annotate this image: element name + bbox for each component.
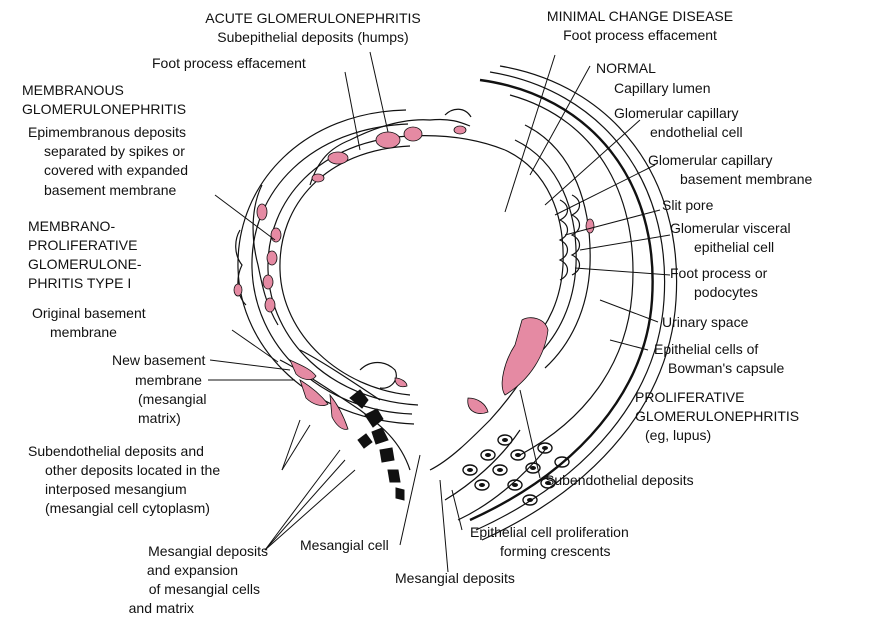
label-subendo-left-1: Subendothelial deposits and bbox=[28, 443, 204, 460]
label-mpgn-2: PROLIFERATIVE bbox=[28, 237, 137, 254]
label-prolif-1: PROLIFERATIVE bbox=[635, 389, 744, 406]
label-acute-sub: Subepithelial deposits (humps) bbox=[193, 29, 433, 46]
label-mpgn-1: MEMBRANO- bbox=[28, 218, 115, 235]
label-mes-expand-2: and expansion bbox=[60, 562, 238, 579]
label-mesangial-cell: Mesangial cell bbox=[300, 537, 389, 554]
capillary-wall-right bbox=[505, 150, 563, 345]
label-subendo-left-3: interposed mesangium bbox=[45, 481, 187, 498]
label-slit-pore: Slit pore bbox=[662, 197, 713, 214]
label-visceral-2: epithelial cell bbox=[694, 239, 774, 256]
label-mpgn-4: PHRITIS TYPE I bbox=[28, 275, 131, 292]
label-crescent-1: Epithelial cell proliferation bbox=[470, 524, 629, 541]
label-bowman-1: Epithelial cells of bbox=[654, 341, 758, 358]
label-new-bm-2: membrane bbox=[135, 372, 202, 389]
hump-deposit bbox=[328, 152, 348, 164]
label-capillary-lumen: Capillary lumen bbox=[614, 80, 710, 97]
label-foot-process-1: Foot process or bbox=[670, 265, 767, 282]
label-mes-expand-4: and matrix bbox=[60, 600, 194, 617]
subendothelial-deposit-right bbox=[502, 318, 548, 395]
label-foot-process-2: podocytes bbox=[694, 284, 758, 301]
label-subendo-left-2: other deposits located in the bbox=[45, 462, 220, 479]
label-bowman-2: Bowman's capsule bbox=[668, 360, 784, 377]
label-foot-effacement-left: Foot process effacement bbox=[152, 55, 306, 72]
bowman-capsule-outer bbox=[470, 80, 653, 520]
label-minimal: MINIMAL CHANGE DISEASE bbox=[510, 8, 770, 25]
label-subendo-left-4: (mesangial cell cytoplasm) bbox=[45, 500, 210, 517]
label-urinary-space: Urinary space bbox=[662, 314, 748, 331]
label-new-bm-1: New basement bbox=[112, 352, 205, 369]
label-basement-1: Glomerular capillary bbox=[648, 152, 772, 169]
label-visceral-1: Glomerular visceral bbox=[670, 220, 791, 237]
label-membranous-6: basement membrane bbox=[44, 182, 176, 199]
label-minimal-sub: Foot process effacement bbox=[510, 27, 770, 44]
label-orig-bm-2: membrane bbox=[50, 324, 117, 341]
label-orig-bm-1: Original basement bbox=[32, 305, 146, 322]
label-crescent-2: forming crescents bbox=[500, 543, 610, 560]
label-mpgn-3: GLOMERULONE- bbox=[28, 256, 142, 273]
label-membranous-3: Epimembranous deposits bbox=[28, 124, 186, 141]
label-membranous-2: GLOMERULONEPHRITIS bbox=[22, 101, 186, 118]
label-mes-expand-1: Mesangial deposits bbox=[60, 543, 268, 560]
label-new-bm-4: matrix) bbox=[138, 410, 181, 427]
label-mes-expand-3: of mesangial cells bbox=[60, 581, 260, 598]
label-mesangial-deposits: Mesangial deposits bbox=[395, 570, 515, 587]
label-normal: NORMAL bbox=[596, 60, 656, 77]
label-prolif-3: (eg, lupus) bbox=[645, 427, 711, 444]
label-prolif-2: GLOMERULONEPHRITIS bbox=[635, 408, 799, 425]
label-membranous-4: separated by spikes or bbox=[44, 143, 185, 160]
mesangial-matrix bbox=[350, 390, 404, 500]
label-membranous-5: covered with expanded bbox=[44, 162, 188, 179]
label-new-bm-3: (mesangial bbox=[138, 391, 206, 408]
label-membranous-1: MEMBRANOUS bbox=[22, 82, 124, 99]
label-acute: ACUTE GLOMERULONEPHRITIS bbox=[193, 10, 433, 27]
label-subendo-right: Subendothelial deposits bbox=[545, 472, 694, 489]
label-endothelial-1: Glomerular capillary bbox=[614, 105, 738, 122]
label-endothelial-2: endothelial cell bbox=[650, 124, 743, 141]
label-basement-2: basement membrane bbox=[680, 171, 812, 188]
